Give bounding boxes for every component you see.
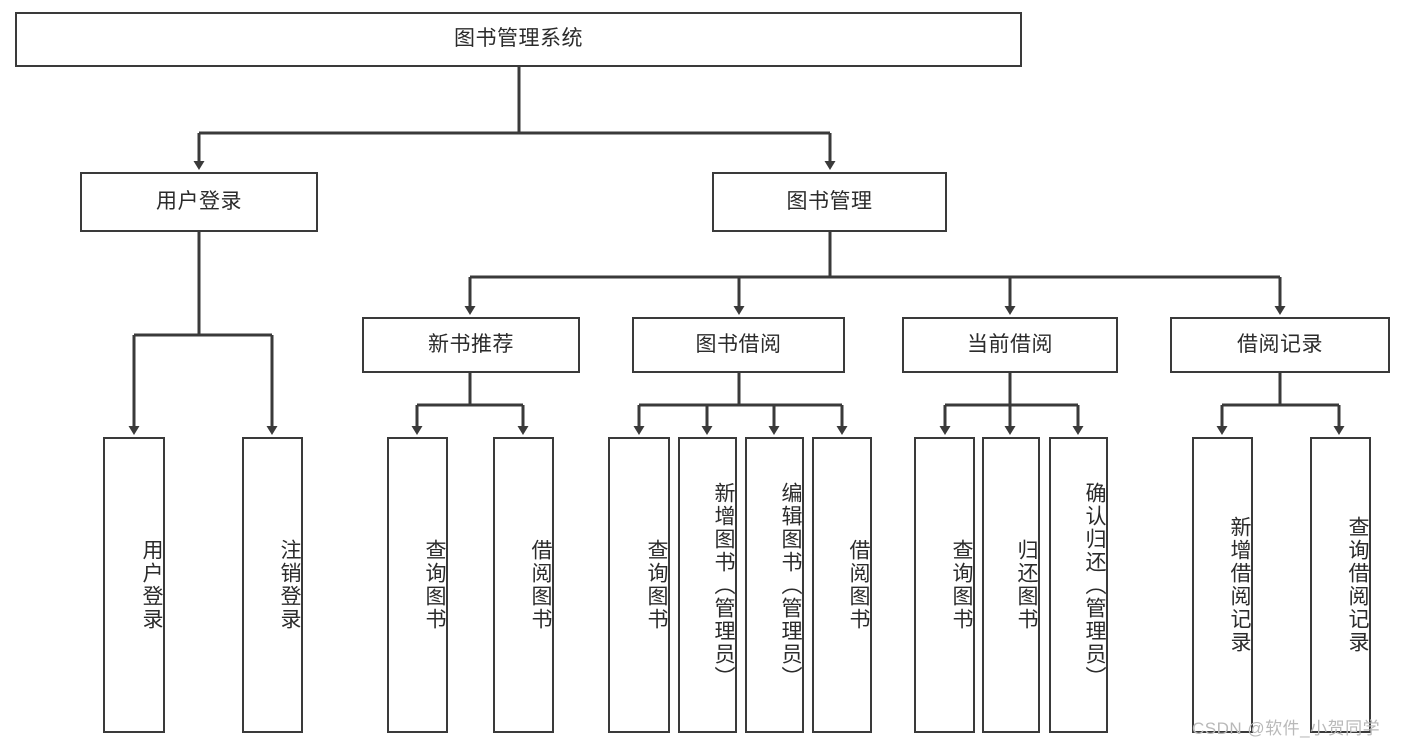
- node-borrow-record[interactable]: 借阅记录: [1170, 317, 1390, 373]
- node-label: 查询图书: [423, 539, 446, 631]
- leaf-user-login-login[interactable]: 用户登录: [103, 437, 165, 733]
- csdn-watermark: CSDN @软件_小贺同学: [1192, 719, 1381, 738]
- node-user-login[interactable]: 用户登录: [80, 172, 318, 232]
- node-label: 借阅图书: [529, 539, 552, 631]
- node-label: 新增借阅记录: [1228, 516, 1251, 654]
- node-label: 注销登录: [278, 539, 301, 631]
- node-label: 当前借阅: [967, 332, 1053, 356]
- node-current-borrow[interactable]: 当前借阅: [902, 317, 1118, 373]
- leaf-user-login-logout[interactable]: 注销登录: [242, 437, 303, 733]
- node-label: 图书管理系统: [454, 27, 583, 51]
- node-label: 查询图书: [950, 539, 973, 631]
- node-label: 新书推荐: [428, 332, 514, 356]
- node-label: 借阅记录: [1237, 332, 1323, 356]
- leaf-book-borrow-add-book-admin[interactable]: 新增图书（管理员）: [678, 437, 737, 733]
- node-label: 图书管理: [786, 189, 873, 213]
- leaf-borrow-record-add-record[interactable]: 新增借阅记录: [1192, 437, 1253, 733]
- node-label: 新增图书（管理员）: [712, 481, 735, 689]
- leaf-book-borrow-query-book[interactable]: 查询图书: [608, 437, 670, 733]
- node-book-borrow[interactable]: 图书借阅: [632, 317, 845, 373]
- node-label: 查询图书: [645, 539, 668, 631]
- node-label: 借阅图书: [847, 539, 870, 631]
- leaf-borrow-record-query-record[interactable]: 查询借阅记录: [1310, 437, 1371, 733]
- leaf-new-book-borrow-book[interactable]: 借阅图书: [493, 437, 554, 733]
- node-label: 用户登录: [140, 539, 163, 631]
- leaf-current-borrow-confirm-return-admin[interactable]: 确认归还（管理员）: [1049, 437, 1108, 733]
- leaf-book-borrow-edit-book-admin[interactable]: 编辑图书（管理员）: [745, 437, 804, 733]
- node-label: 编辑图书（管理员）: [779, 481, 802, 689]
- node-label: 归还图书: [1015, 539, 1038, 631]
- leaf-new-book-query-book[interactable]: 查询图书: [387, 437, 448, 733]
- node-book-management[interactable]: 图书管理: [712, 172, 947, 232]
- leaf-current-borrow-return-book[interactable]: 归还图书: [982, 437, 1040, 733]
- node-label: 查询借阅记录: [1346, 516, 1369, 654]
- node-label: 用户登录: [156, 189, 242, 213]
- node-label: 图书借阅: [695, 332, 782, 356]
- node-new-book-recommend[interactable]: 新书推荐: [362, 317, 580, 373]
- leaf-book-borrow-borrow-book[interactable]: 借阅图书: [812, 437, 872, 733]
- node-root-book-management-system[interactable]: 图书管理系统: [15, 12, 1022, 67]
- leaf-current-borrow-query-book[interactable]: 查询图书: [914, 437, 975, 733]
- node-label: 确认归还（管理员）: [1083, 481, 1106, 689]
